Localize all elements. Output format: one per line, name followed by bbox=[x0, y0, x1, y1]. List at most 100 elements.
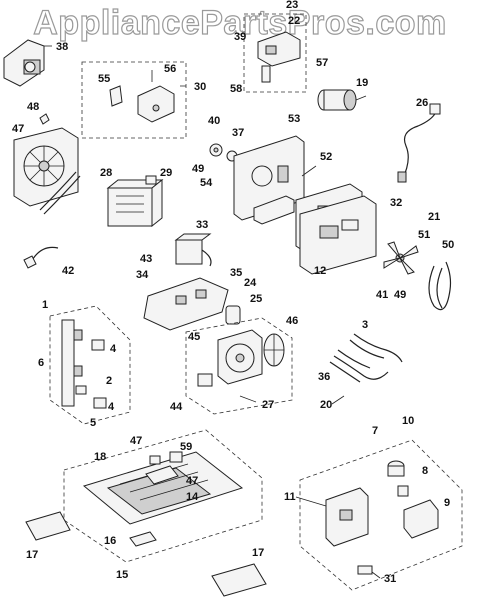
callout-34: 34 bbox=[136, 269, 149, 281]
callout-54: 54 bbox=[200, 177, 213, 189]
interlock-bracket-1 bbox=[61, 319, 87, 407]
bracket-56 bbox=[137, 85, 175, 123]
sensor-29 bbox=[145, 175, 157, 185]
wire-harness-50-51 bbox=[428, 261, 452, 311]
callout-47-bottom-b: 47 bbox=[186, 475, 198, 487]
callout-6: 6 bbox=[38, 357, 44, 369]
bracket-38-assembly bbox=[3, 39, 52, 87]
callout-21: 21 bbox=[428, 211, 440, 223]
callout-35: 35 bbox=[230, 267, 242, 279]
callout-31: 31 bbox=[384, 573, 396, 585]
callout-43: 43 bbox=[140, 253, 152, 265]
callout-2: 2 bbox=[106, 375, 112, 387]
callout-52: 52 bbox=[320, 151, 332, 163]
callout-4-lower: 4 bbox=[108, 401, 115, 413]
callout-28: 28 bbox=[100, 167, 112, 179]
callout-24: 24 bbox=[244, 277, 257, 289]
fan-blade-21 bbox=[383, 241, 419, 275]
switch-4 bbox=[91, 339, 107, 409]
callout-46: 46 bbox=[286, 315, 298, 327]
callout-17-right: 17 bbox=[252, 547, 264, 559]
lamp-socket-59 bbox=[149, 451, 183, 465]
callout-48: 48 bbox=[27, 101, 39, 113]
callout-44: 44 bbox=[170, 401, 183, 413]
transformer-33 bbox=[174, 233, 212, 267]
wire-harness-36 bbox=[329, 349, 389, 383]
power-cord-26 bbox=[397, 103, 441, 183]
light-panel-11 bbox=[325, 487, 369, 547]
callout-9: 9 bbox=[444, 497, 450, 509]
callout-45: 45 bbox=[188, 331, 200, 343]
callout-51: 51 bbox=[418, 229, 430, 241]
callout-4-upper: 4 bbox=[110, 343, 117, 355]
charcoal-filter-17-left bbox=[25, 511, 71, 541]
bracket-9 bbox=[403, 499, 439, 539]
callout-20: 20 bbox=[320, 399, 332, 411]
capacitor-25 bbox=[225, 305, 241, 325]
callout-32: 32 bbox=[390, 197, 402, 209]
magnetron-28 bbox=[106, 178, 164, 228]
callout-49-center: 49 bbox=[192, 163, 204, 175]
callout-47-top: 47 bbox=[12, 123, 24, 135]
callout-33: 33 bbox=[196, 219, 208, 231]
motor-44 bbox=[197, 373, 213, 387]
ground-wire-42 bbox=[23, 246, 59, 269]
switch-bracket-39 bbox=[257, 31, 301, 83]
light-cover-14 bbox=[145, 465, 179, 485]
lens-16 bbox=[129, 531, 157, 547]
grease-filter-tray-18 bbox=[82, 451, 244, 525]
dashed-group-27 bbox=[185, 317, 293, 415]
callout-10: 10 bbox=[402, 415, 414, 427]
screw-48 bbox=[39, 113, 50, 125]
dashed-group-10 bbox=[299, 439, 463, 591]
bracket-55 bbox=[109, 85, 123, 107]
charcoal-filter-17-right bbox=[211, 563, 267, 597]
callout-7: 7 bbox=[372, 425, 378, 437]
callout-59: 59 bbox=[180, 441, 192, 453]
callout-26: 26 bbox=[416, 97, 428, 109]
callout-16: 16 bbox=[104, 535, 116, 547]
belt bbox=[39, 171, 81, 215]
callout-53: 53 bbox=[288, 113, 300, 125]
callout-29: 29 bbox=[160, 167, 172, 179]
fan-46 bbox=[263, 333, 285, 367]
dashed-group-30 bbox=[81, 61, 187, 139]
watermark-text: AppliancePartsPros.com bbox=[33, 4, 446, 42]
connector-31 bbox=[357, 565, 373, 575]
callout-15: 15 bbox=[116, 569, 128, 581]
door-panel-32 bbox=[299, 195, 377, 275]
motor-19 bbox=[317, 89, 367, 111]
callout-12: 12 bbox=[314, 265, 326, 277]
callout-50: 50 bbox=[442, 239, 454, 251]
callout-25: 25 bbox=[250, 293, 262, 305]
callout-39: 39 bbox=[234, 31, 246, 43]
callout-14: 14 bbox=[186, 491, 199, 503]
fan-housing-47 bbox=[13, 127, 79, 207]
callout-19: 19 bbox=[356, 77, 368, 89]
callout-17-left: 17 bbox=[26, 549, 38, 561]
callout-22: 22 bbox=[288, 15, 300, 27]
callout-11: 11 bbox=[284, 491, 296, 503]
light-socket-7 bbox=[387, 460, 405, 477]
callout-36: 36 bbox=[318, 371, 330, 383]
callout-1: 1 bbox=[42, 299, 48, 311]
callout-42: 42 bbox=[62, 265, 74, 277]
callout-47-bottom-a: 47 bbox=[130, 435, 142, 447]
callout-23: 23 bbox=[286, 0, 298, 11]
callout-49-right: 49 bbox=[394, 289, 406, 301]
panel-53 bbox=[233, 135, 305, 225]
dashed-group-18 bbox=[63, 429, 263, 563]
callout-40: 40 bbox=[208, 115, 220, 127]
base-plate-35 bbox=[143, 277, 229, 331]
callout-8: 8 bbox=[422, 465, 428, 477]
dashed-group-57 bbox=[243, 13, 307, 93]
callout-18: 18 bbox=[94, 451, 106, 463]
wire-harness-3 bbox=[349, 333, 403, 363]
callout-58: 58 bbox=[230, 83, 242, 95]
callout-27: 27 bbox=[262, 399, 274, 411]
callout-55: 55 bbox=[98, 73, 110, 85]
callout-30: 30 bbox=[194, 81, 206, 93]
callout-37: 37 bbox=[232, 127, 244, 139]
fan-motor-45 bbox=[217, 329, 263, 385]
